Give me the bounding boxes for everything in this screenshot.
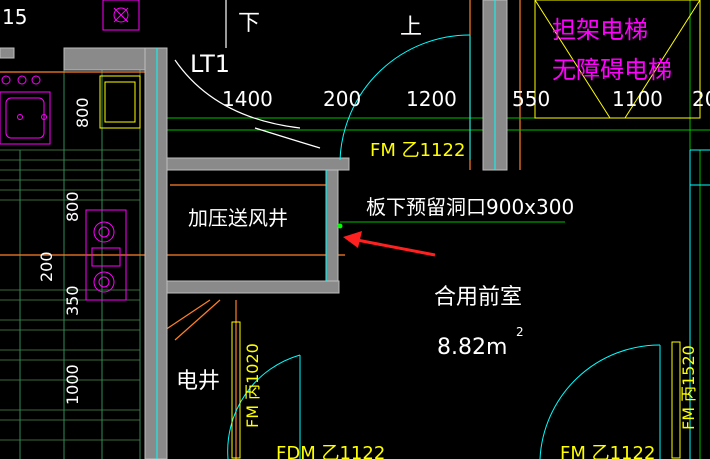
- door-swings: [227, 34, 710, 459]
- sink: [0, 91, 51, 145]
- label-fm-1520: FM 丙1520: [679, 345, 698, 430]
- exhaust-box: [102, 0, 140, 31]
- fridge: [99, 75, 141, 129]
- dim-200-top: 200: [323, 87, 361, 111]
- label-area: 8.82m: [437, 335, 507, 360]
- label-fm-bottom-right: FM 乙1122: [560, 443, 655, 459]
- dim-200-left: 200: [37, 251, 56, 282]
- label-pressurized-shaft: 加压送风井: [188, 206, 288, 230]
- label-up: 上: [400, 15, 422, 40]
- label-shared-vestibule: 合用前室: [434, 285, 522, 310]
- kitchen-fixtures: [0, 0, 141, 145]
- dim-1000: 1000: [63, 364, 82, 405]
- dim-1100: 1100: [612, 87, 663, 111]
- dim-800-a: 800: [73, 97, 92, 128]
- label-fm-top: FM 乙1122: [370, 140, 465, 161]
- shaft-door-frames: [231, 321, 681, 459]
- hatch-lines: [0, 149, 140, 441]
- dim-1400: 1400: [222, 87, 273, 111]
- annotation-arrow: [343, 231, 436, 257]
- label-elevator-stretcher: 担架电梯: [552, 16, 648, 44]
- walls: [0, 0, 508, 459]
- label-lt1: LT1: [190, 50, 230, 78]
- dim-800-b: 800: [63, 191, 82, 222]
- label-electric-shaft: 电井: [176, 369, 220, 394]
- dim-1200: 1200: [406, 87, 457, 111]
- elevator-shaft: [534, 0, 701, 119]
- label-area-sup: 2: [516, 325, 524, 339]
- stair-arcs: [174, 0, 321, 149]
- label-down: 下: [238, 11, 260, 36]
- label-15: 15: [2, 5, 27, 29]
- dim-20-cut: 20: [692, 87, 710, 111]
- label-reserved-hole: 板下预留洞口900x300: [366, 195, 574, 219]
- hole-marker: [337, 223, 343, 229]
- label-elevator-accessible: 无障碍电梯: [552, 56, 672, 84]
- label-fdm-bottom: FDM 乙1122: [276, 443, 385, 459]
- dim-550: 550: [512, 87, 550, 111]
- wall-edges: [156, 0, 496, 459]
- text-labels: 15 下 上 担架电梯 无障碍电梯 LT1 1400 200 1200 550 …: [2, 5, 710, 459]
- cooktop: [85, 209, 127, 301]
- dim-350: 350: [63, 285, 82, 316]
- label-fm-1020: FM 丙1020: [243, 343, 262, 428]
